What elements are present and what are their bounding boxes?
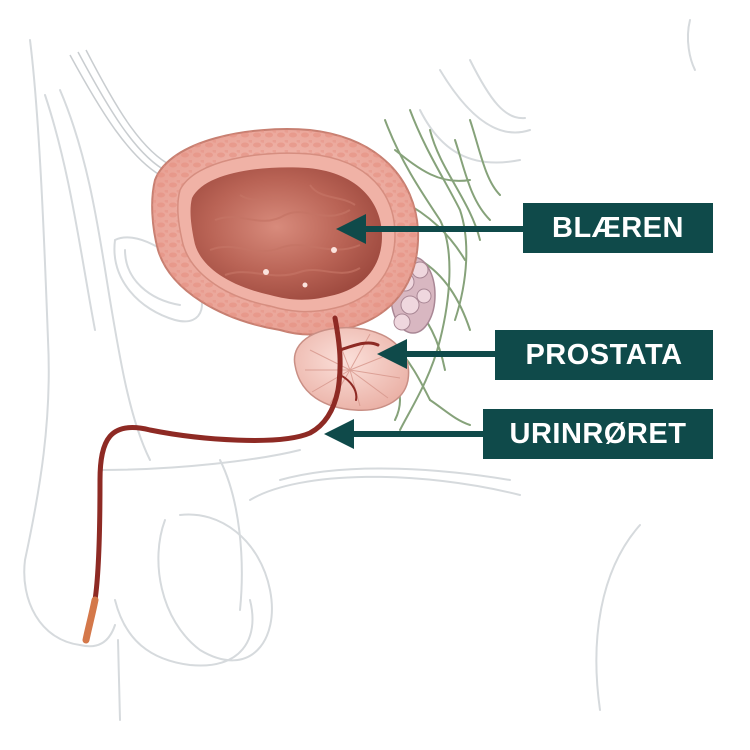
urethra-arrow: [324, 419, 483, 449]
bladder-arrow: [336, 214, 523, 244]
urethra-illustration: [82, 315, 380, 644]
bladder-illustration: [151, 128, 420, 336]
label-urethra: URINRØRET: [483, 409, 713, 459]
label-bladder: BLÆREN: [523, 203, 713, 253]
label-prostate: PROSTATA: [495, 330, 713, 380]
prostate-arrow: [377, 339, 495, 369]
ligament: [69, 49, 173, 179]
body-outline: [23, 19, 696, 721]
prostate-illustration: [293, 326, 410, 411]
